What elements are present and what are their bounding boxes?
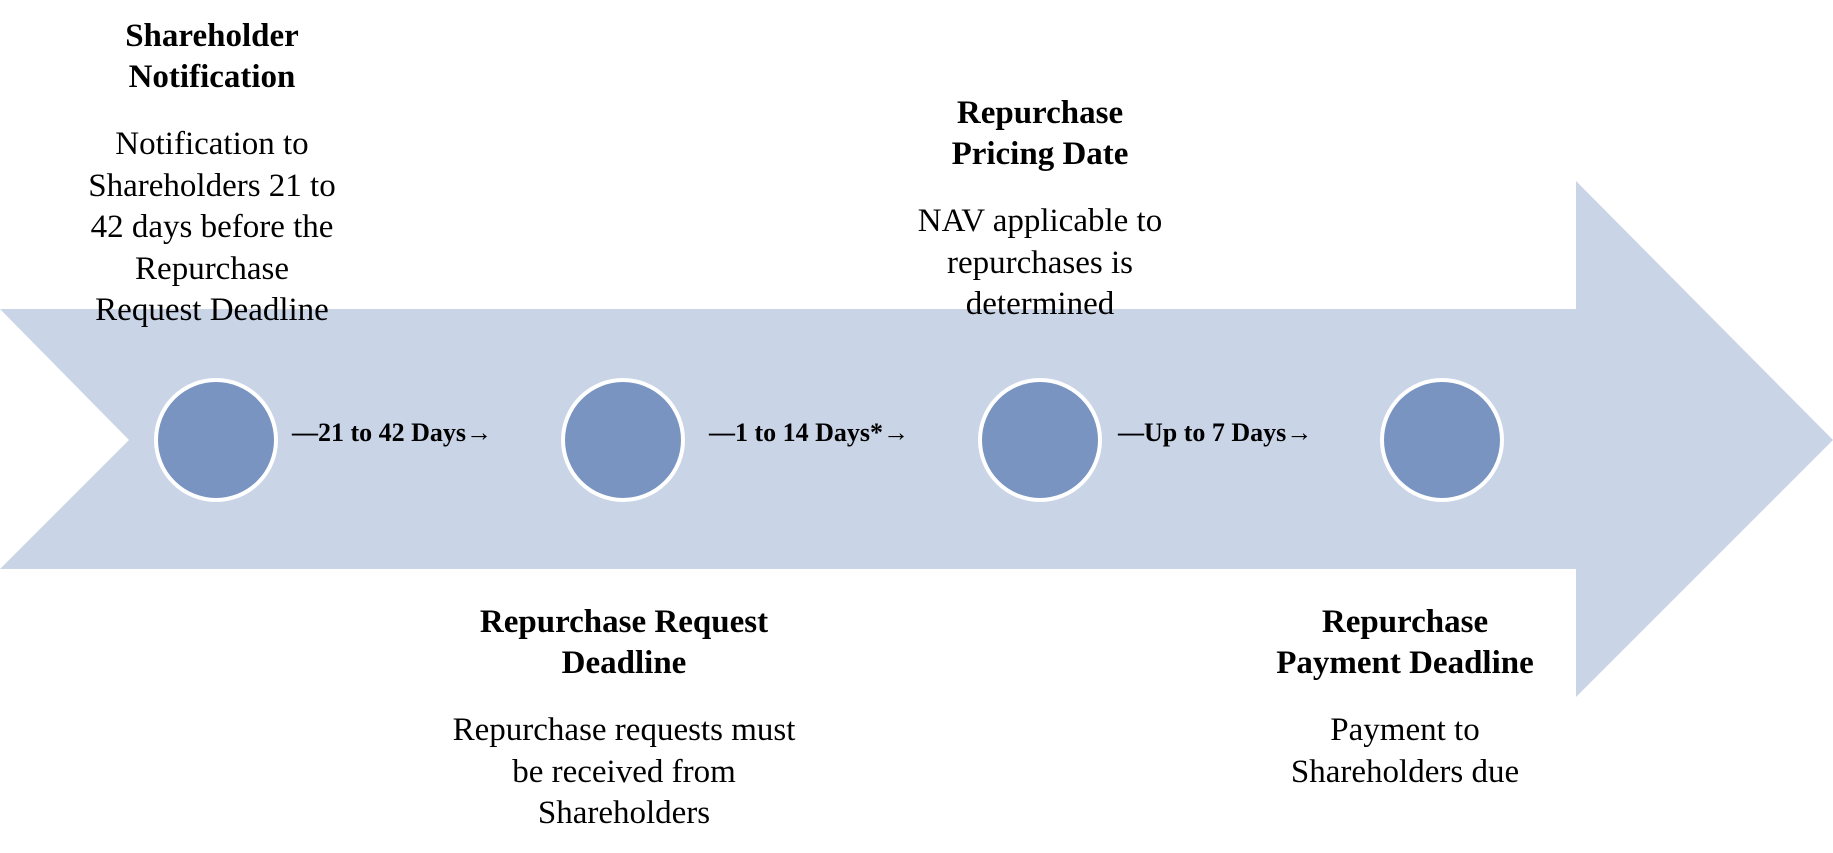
milestone-node-repurchase-payment-deadline xyxy=(1380,378,1504,502)
milestone-label-repurchase-request-deadline: Repurchase Request Deadline Repurchase r… xyxy=(402,584,846,853)
milestone-label-repurchase-payment-deadline: Repurchase Payment Deadline Payment to S… xyxy=(1240,584,1570,811)
milestone-description: Payment to Shareholders due xyxy=(1290,712,1520,790)
milestone-title: Repurchase Payment Deadline xyxy=(1276,604,1534,681)
milestone-node-repurchase-request-deadline xyxy=(561,378,685,502)
milestone-description: Notification to Shareholders 21 to 42 da… xyxy=(88,126,336,328)
milestone-description: Repurchase requests must be received fro… xyxy=(452,712,796,831)
milestone-node-repurchase-pricing-date xyxy=(978,378,1102,502)
interval-label-pricing-to-payment: —Up to 7 Days→ xyxy=(1118,418,1313,447)
milestone-label-repurchase-pricing-date: Repurchase Pricing Date NAV applicable t… xyxy=(860,75,1220,344)
interval-label-notification-to-request: —21 to 42 Days→ xyxy=(292,418,493,447)
milestone-label-shareholder-notification: Shareholder Notification Notification to… xyxy=(36,0,388,350)
milestone-title: Repurchase Pricing Date xyxy=(951,95,1129,172)
timeline-arrow xyxy=(0,181,1833,697)
milestone-node-shareholder-notification xyxy=(154,378,278,502)
milestone-description: NAV applicable to repurchases is determi… xyxy=(917,203,1163,322)
milestone-title: Repurchase Request Deadline xyxy=(479,604,769,681)
milestone-title: Shareholder Notification xyxy=(125,18,299,95)
interval-label-request-to-pricing: —1 to 14 Days*→ xyxy=(709,418,910,447)
timeline-diagram xyxy=(0,181,1833,697)
